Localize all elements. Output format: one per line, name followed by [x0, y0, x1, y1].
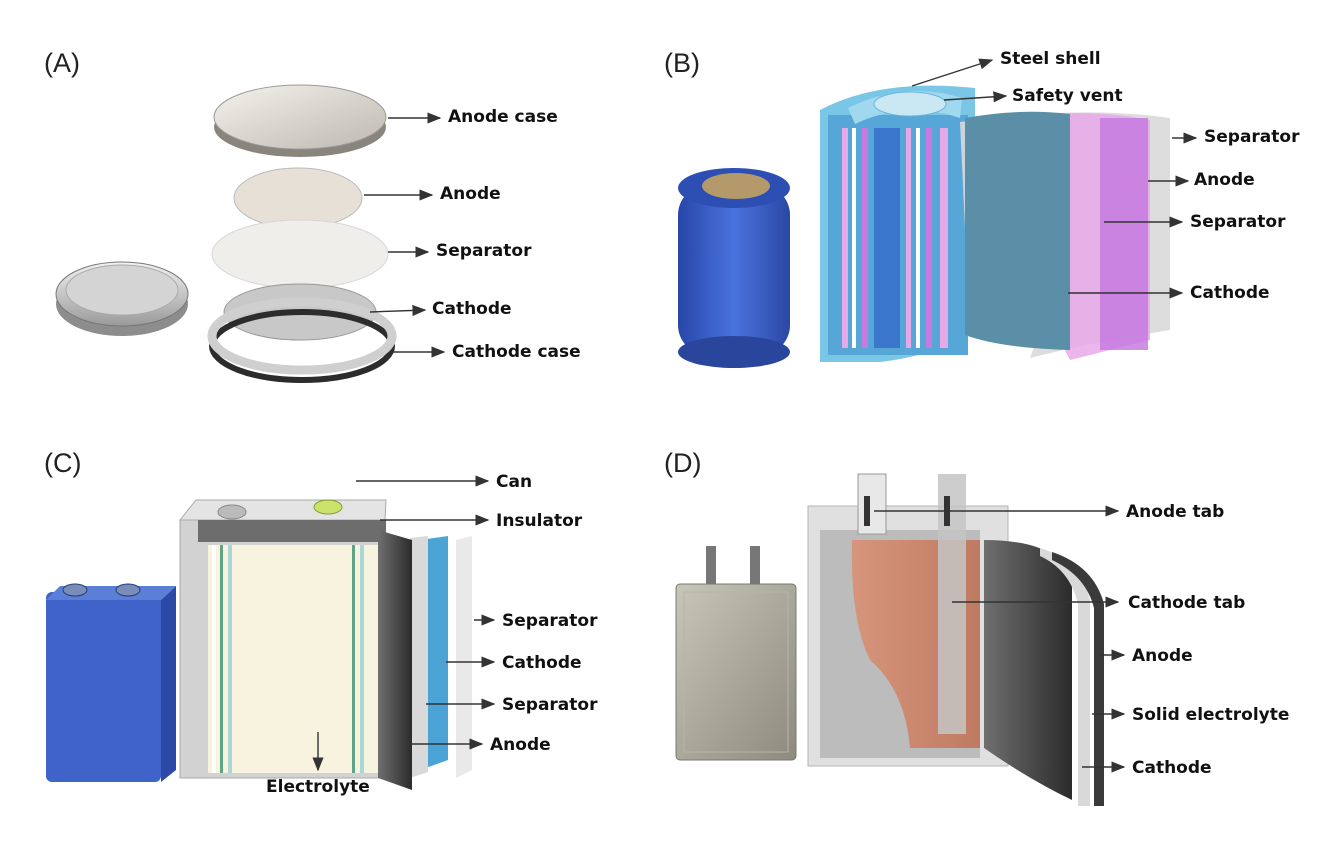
label-anode-tab: Anode tab [1126, 502, 1224, 522]
label-insulator: Insulator [496, 511, 583, 531]
label-safety-vent: Safety vent [1012, 86, 1123, 106]
label-separator: Separator [436, 241, 532, 261]
panel-d-letter: (D) [664, 448, 701, 478]
panel-b: (B) [664, 48, 1300, 368]
label-cathode: Cathode [1190, 283, 1270, 303]
label-electrolyte: Electrolyte [266, 777, 370, 797]
label-cathode: Cathode [502, 653, 582, 673]
label-anode-case: Anode case [448, 107, 558, 127]
panel-d: (D) Anode tab Cathode tab Anode Solid el… [664, 448, 1289, 806]
label-solid-electrolyte: Solid electrolyte [1132, 705, 1289, 725]
cylindrical-cell-photo [678, 168, 790, 368]
label-separator-inner: Separator [502, 695, 598, 715]
label-separator-outer: Separator [1204, 127, 1300, 147]
assembled-coin-cell [55, 261, 189, 336]
label-cathode: Cathode [1132, 758, 1212, 778]
anode-disc [233, 167, 363, 229]
label-separator-outer: Separator [502, 611, 598, 631]
cathode-case-ring [207, 297, 397, 383]
label-steel-shell: Steel shell [1000, 49, 1101, 69]
label-anode: Anode [1194, 170, 1255, 190]
separator-disc [211, 219, 389, 289]
label-cathode-case: Cathode case [452, 342, 581, 362]
label-can: Can [496, 472, 532, 492]
label-anode: Anode [1132, 646, 1193, 666]
panel-c: (C) Can Insulator [44, 448, 598, 797]
label-anode: Anode [490, 735, 551, 755]
cylindrical-cutaway [820, 85, 1170, 362]
panel-c-letter: (C) [44, 448, 81, 478]
pouch-cutaway [807, 473, 1104, 806]
panel-a: (A) Anode case Anode Separator [44, 48, 581, 383]
label-separator-inner: Separator [1190, 212, 1286, 232]
pouch-cell-photo [675, 546, 797, 761]
prismatic-cell-photo [46, 583, 176, 782]
label-cathode-tab: Cathode tab [1128, 593, 1245, 613]
prismatic-cutaway [178, 499, 472, 790]
label-cathode: Cathode [432, 299, 512, 319]
label-anode: Anode [440, 184, 501, 204]
panel-a-letter: (A) [44, 48, 80, 78]
panel-b-letter: (B) [664, 48, 700, 78]
anode-case-disc [213, 84, 387, 157]
electrode-stripes [842, 128, 948, 348]
